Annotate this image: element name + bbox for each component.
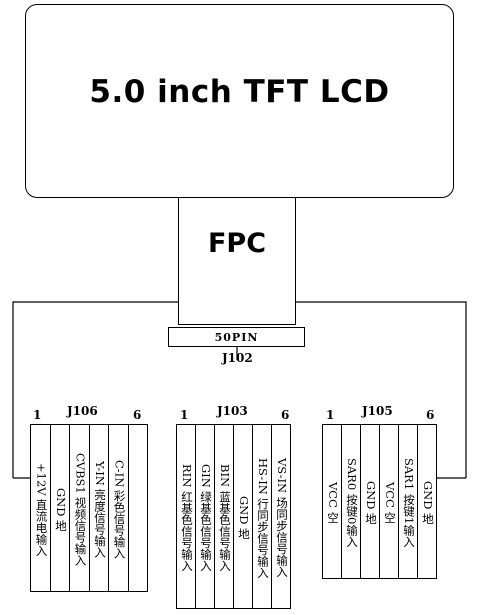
connector-j106: +12V 直流电输入 GND 地 CVBS1 视频信号输入 Y-IN 亮度信号输… — [30, 424, 148, 592]
connector-pin-first: 1 — [33, 408, 42, 422]
lcd-panel: 5.0 inch TFT LCD — [25, 4, 454, 198]
pin-column: C-IN 彩色信号输入 — [109, 425, 129, 591]
connector-ref: J105 — [362, 404, 393, 418]
connector-ref: J106 — [67, 404, 98, 418]
pin-column: +12V 直流电输入 — [31, 425, 51, 591]
main-connector-label: 50PIN — [214, 330, 259, 344]
pin-column: VCC 空 — [323, 425, 342, 578]
connector-pin-last: 6 — [133, 408, 142, 422]
fpc-title: FPC — [207, 228, 267, 259]
pin-column: CVBS1 视频信号输入 — [70, 425, 90, 591]
pin-column: GIN 绿基色信号输入 — [196, 425, 215, 608]
connector-j105: VCC 空 SAR0 按键0输入 GND 地 VCC 空 SAR1 按键1输入 … — [322, 424, 437, 579]
pin-column: RIN 红基色信号输入 — [177, 425, 196, 608]
connector-pin-last: 6 — [426, 408, 435, 422]
pin-column: VS-IN 场同步信号输入 — [275, 458, 289, 578]
pin-column: BIN 蓝基色信号输入 — [215, 425, 234, 608]
pin-column: GND 地 — [51, 425, 70, 591]
pin-column: SAR0 按键0输入 — [342, 425, 361, 578]
pin-column: GND 地 — [361, 425, 380, 578]
lcd-title: 5.0 inch TFT LCD — [89, 74, 390, 110]
fpc-cable: FPC — [178, 197, 296, 325]
connector-ref: J103 — [217, 404, 248, 418]
pin-column — [129, 425, 148, 591]
connector-pin-first: 1 — [180, 408, 189, 422]
pin-column: HS-IN 行同步信号输入 — [253, 425, 272, 608]
pin-column: SAR1 按键1输入 — [399, 425, 418, 578]
pin-column: GND 地 — [421, 481, 435, 525]
pin-column: Y-IN 亮度信号输入 — [90, 425, 109, 591]
main-connector: 50PIN — [168, 327, 305, 347]
connector-pin-last: 6 — [281, 408, 290, 422]
connector-j103: RIN 红基色信号输入 GIN 绿基色信号输入 BIN 蓝基色信号输入 GND … — [176, 424, 291, 609]
pin-column: VCC 空 — [380, 425, 399, 578]
main-connector-ref: J102 — [222, 351, 253, 365]
connector-pin-first: 1 — [326, 408, 335, 422]
pin-column: GND 地 — [234, 425, 253, 608]
